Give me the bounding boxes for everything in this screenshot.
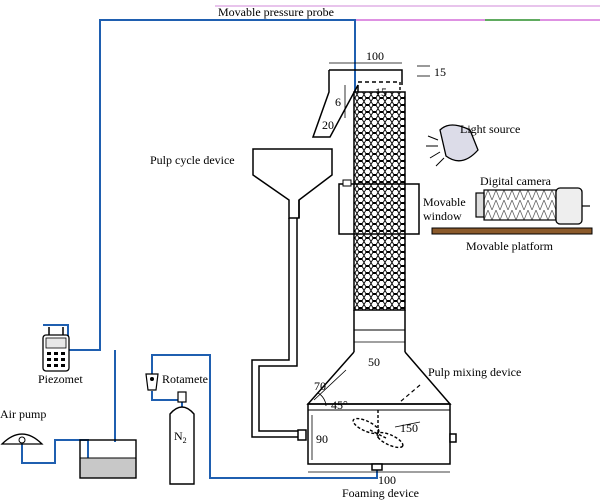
column-lower (353, 310, 406, 352)
label-movable-window-1: Movable (423, 195, 466, 209)
label-piezometer: Piezomet (38, 372, 83, 386)
label-pulp-mixing: Pulp mixing device (428, 365, 521, 379)
foam-column-mesh (353, 91, 406, 311)
dim-90: 90 (316, 432, 328, 446)
pulp-mixing-leader (399, 384, 421, 403)
dim-100-bottom: 100 (378, 473, 396, 487)
pressure-probe-line (43, 19, 356, 442)
dim-15-inner: 15 (375, 85, 387, 99)
pulp-cycle-funnel (252, 148, 333, 219)
label-air-pump: Air pump (0, 407, 46, 421)
label-nitrogen: N2 (174, 429, 187, 445)
label-pulp-cycle: Pulp cycle device (150, 153, 235, 167)
piezometer-icon (42, 327, 70, 372)
air-pump-line (21, 439, 89, 470)
label-pressure-probe: Movable pressure probe (218, 5, 334, 19)
dim-20: 20 (322, 118, 334, 132)
dim-15-right: 15 (434, 65, 446, 79)
pulp-return-pipe (251, 218, 307, 441)
label-movable-platform: Movable platform (466, 239, 554, 253)
impeller (352, 410, 404, 449)
dim-45: 45° (331, 398, 348, 412)
rotameter-icon (145, 373, 159, 391)
label-rotameter: Rotamete (162, 372, 208, 386)
movable-window (338, 179, 420, 235)
dimension-lines (308, 62, 450, 473)
label-light-source: Light source (460, 122, 520, 136)
gas-line (151, 354, 378, 479)
water-tank (79, 439, 137, 479)
dim-70: 70 (314, 379, 326, 393)
movable-platform (431, 227, 593, 235)
foaming-base (371, 463, 383, 471)
dim-50: 50 (368, 355, 380, 369)
light-source-icon (426, 124, 479, 167)
air-pump-icon (0, 433, 44, 445)
dim-6: 6 (335, 95, 341, 109)
label-digital-camera: Digital camera (480, 174, 552, 188)
label-movable-window-2: window (423, 209, 462, 223)
nitrogen-cylinder-icon (169, 391, 195, 485)
label-foaming: Foaming device (342, 486, 419, 500)
dim-100-top: 100 (366, 49, 384, 63)
dim-150: 150 (400, 421, 418, 435)
digital-camera-icon (475, 187, 590, 225)
